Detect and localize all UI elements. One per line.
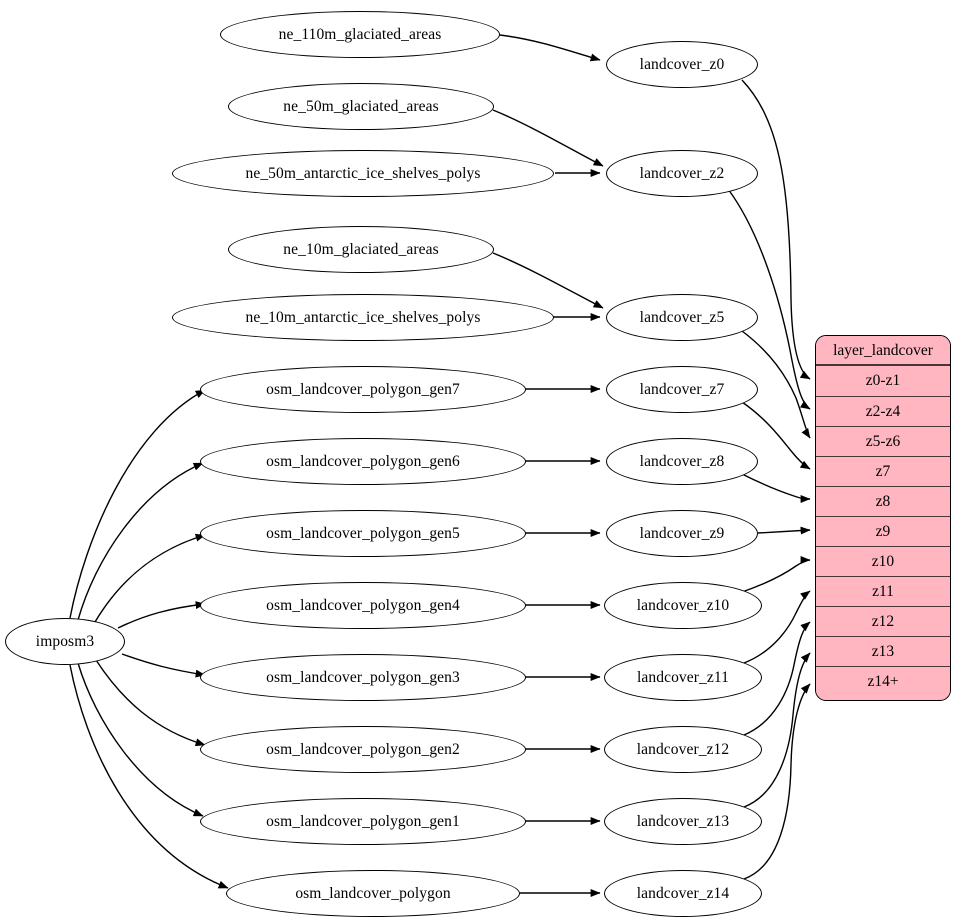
node-landcover-z11[interactable]: landcover_z11 xyxy=(604,654,762,701)
node-label: landcover_z9 xyxy=(639,524,725,542)
table-row-z7[interactable]: z7 xyxy=(816,456,950,486)
node-landcover-z2[interactable]: landcover_z2 xyxy=(606,150,758,197)
node-landcover-z12[interactable]: landcover_z12 xyxy=(604,726,762,773)
node-osm-landcover-polygon-gen7[interactable]: osm_landcover_polygon_gen7 xyxy=(200,366,526,413)
node-osm-landcover-polygon[interactable]: osm_landcover_polygon xyxy=(226,870,520,917)
node-ne-50m-antarctic-ice-shelves-polys[interactable]: ne_50m_antarctic_ice_shelves_polys xyxy=(172,150,554,197)
node-imposm3[interactable]: imposm3 xyxy=(5,618,125,665)
node-landcover-z10[interactable]: landcover_z10 xyxy=(604,582,762,629)
node-label: osm_landcover_polygon_gen3 xyxy=(266,668,460,686)
node-label: landcover_z10 xyxy=(636,596,730,614)
node-label: landcover_z7 xyxy=(639,380,725,398)
table-row-z12[interactable]: z12 xyxy=(816,606,950,636)
node-osm-landcover-polygon-gen6[interactable]: osm_landcover_polygon_gen6 xyxy=(200,438,526,485)
table-row-z0-z1[interactable]: z0-z1 xyxy=(816,366,950,396)
node-landcover-z9[interactable]: landcover_z9 xyxy=(606,510,758,557)
node-label: ne_10m_antarctic_ice_shelves_polys xyxy=(245,308,481,326)
table-header: layer_landcover xyxy=(816,336,950,366)
table-row-z14-plus[interactable]: z14+ xyxy=(816,666,950,696)
node-label: landcover_z11 xyxy=(637,668,729,686)
layer-landcover-table[interactable]: layer_landcover z0-z1 z2-z4 z5-z6 z7 z8 … xyxy=(815,335,951,701)
node-label: osm_landcover_polygon xyxy=(295,884,451,902)
node-landcover-z13[interactable]: landcover_z13 xyxy=(604,798,762,845)
node-label: osm_landcover_polygon_gen1 xyxy=(266,812,460,830)
node-osm-landcover-polygon-gen2[interactable]: osm_landcover_polygon_gen2 xyxy=(200,726,526,773)
node-landcover-z7[interactable]: landcover_z7 xyxy=(606,366,758,413)
table-row-z10[interactable]: z10 xyxy=(816,546,950,576)
node-label: ne_50m_antarctic_ice_shelves_polys xyxy=(245,164,481,182)
node-label: landcover_z8 xyxy=(639,452,725,470)
table-row-z9[interactable]: z9 xyxy=(816,516,950,546)
node-label: osm_landcover_polygon_gen5 xyxy=(266,524,460,542)
node-label: landcover_z5 xyxy=(639,308,725,326)
node-label: ne_10m_glaciated_areas xyxy=(283,240,439,258)
node-landcover-z5[interactable]: landcover_z5 xyxy=(606,294,758,341)
table-row-z8[interactable]: z8 xyxy=(816,486,950,516)
table-row-z5-z6[interactable]: z5-z6 xyxy=(816,426,950,456)
edge-group-osm-to-landcover xyxy=(520,385,601,897)
node-ne-50m-glaciated-areas[interactable]: ne_50m_glaciated_areas xyxy=(228,83,494,130)
node-landcover-z0[interactable]: landcover_z0 xyxy=(606,41,758,88)
table-row-z13[interactable]: z13 xyxy=(816,636,950,666)
node-ne-10m-antarctic-ice-shelves-polys[interactable]: ne_10m_antarctic_ice_shelves_polys xyxy=(172,294,554,341)
node-label: ne_110m_glaciated_areas xyxy=(278,25,442,43)
node-label: osm_landcover_polygon_gen6 xyxy=(266,452,460,470)
node-label: landcover_z12 xyxy=(636,740,730,758)
node-label: landcover_z2 xyxy=(639,164,725,182)
edge-group-imposm3-to-osm xyxy=(69,389,229,889)
node-label: landcover_z13 xyxy=(636,812,730,830)
node-label: osm_landcover_polygon_gen4 xyxy=(266,596,460,614)
node-label: osm_landcover_polygon_gen2 xyxy=(266,740,460,758)
node-ne-10m-glaciated-areas[interactable]: ne_10m_glaciated_areas xyxy=(228,226,494,273)
table-row-z2-z4[interactable]: z2-z4 xyxy=(816,396,950,426)
edge-group-ne-to-landcover xyxy=(492,34,604,321)
node-landcover-z8[interactable]: landcover_z8 xyxy=(606,438,758,485)
node-osm-landcover-polygon-gen1[interactable]: osm_landcover_polygon_gen1 xyxy=(200,798,526,845)
node-osm-landcover-polygon-gen4[interactable]: osm_landcover_polygon_gen4 xyxy=(200,582,526,629)
node-osm-landcover-polygon-gen3[interactable]: osm_landcover_polygon_gen3 xyxy=(200,654,526,701)
node-osm-landcover-polygon-gen5[interactable]: osm_landcover_polygon_gen5 xyxy=(200,510,526,557)
table-row-z11[interactable]: z11 xyxy=(816,576,950,606)
node-label: imposm3 xyxy=(35,632,95,650)
node-ne-110m-glaciated-areas[interactable]: ne_110m_glaciated_areas xyxy=(220,11,500,58)
edge-group-landcover-to-table xyxy=(727,79,811,880)
node-label: ne_50m_glaciated_areas xyxy=(283,97,439,115)
node-label: landcover_z14 xyxy=(636,884,730,902)
node-landcover-z14[interactable]: landcover_z14 xyxy=(604,870,762,917)
node-label: osm_landcover_polygon_gen7 xyxy=(266,380,460,398)
node-label: landcover_z0 xyxy=(639,55,725,73)
